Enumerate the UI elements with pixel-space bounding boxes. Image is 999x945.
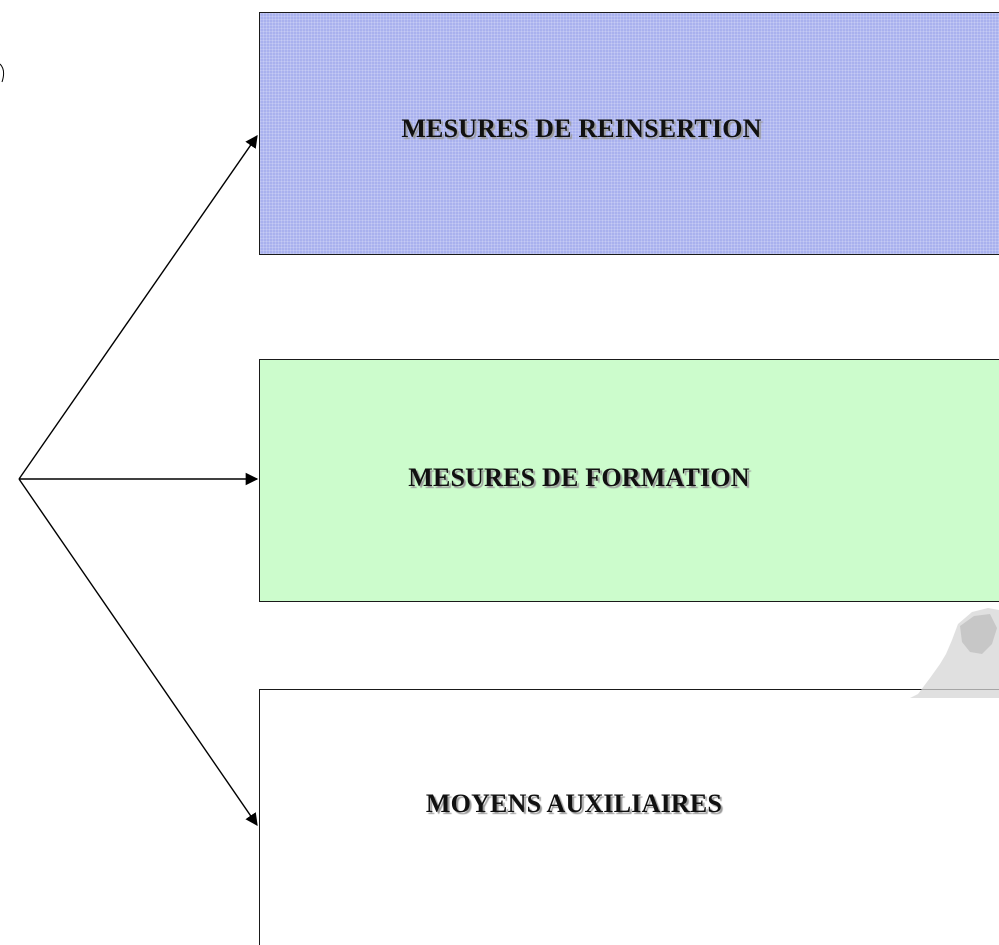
box-label-formation: MESURES DE FORMATION [408,463,750,492]
arrow-to-reinsertion [18,134,258,480]
box-label-auxiliaires: MOYENS AUXILIAIRES [425,789,723,818]
arrow-to-auxiliaires [18,478,258,827]
box-mesures-de-formation: MESURES DE FORMATION [259,359,999,602]
corner-tick-mark [0,63,5,83]
box-label-reinsertion: MESURES DE REINSERTION [401,113,762,143]
faded-figure-watermark [910,608,999,698]
box-moyens-auxiliaires: MOYENS AUXILIAIRES [259,689,999,945]
box-mesures-de-reinsertion: MESURES DE REINSERTION [259,12,999,255]
